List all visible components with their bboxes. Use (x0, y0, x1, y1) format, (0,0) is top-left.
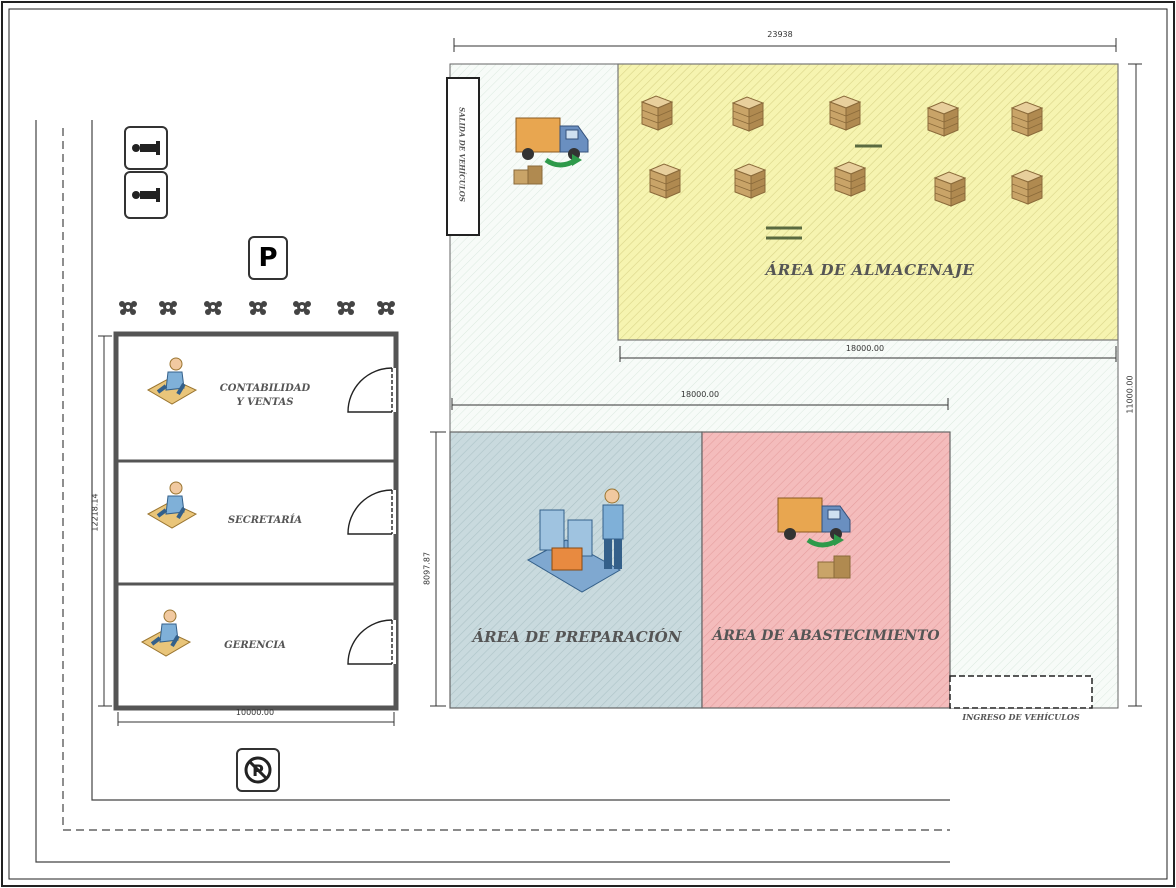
dim-storage (619, 346, 1117, 362)
door-contabilidad (347, 367, 396, 413)
label-abastecimiento: ÁREA DE ABASTECIMIENTO (712, 628, 940, 644)
dim-right (1128, 63, 1142, 707)
entry-gate (949, 675, 1093, 709)
machine-icon (526, 488, 624, 593)
dim-middle-text: 18000.00 (680, 390, 720, 399)
parking-sign-label: P (258, 243, 278, 273)
crates-exit-icon (513, 165, 543, 185)
no-parking-icon: P (236, 748, 280, 792)
dim-top (453, 38, 1117, 52)
street-outer (35, 120, 950, 863)
inner-frame (8, 8, 1168, 880)
pallet-marks (766, 144, 882, 240)
label-contabilidad: CONTABILIDAD Y VENTAS (219, 383, 311, 408)
label-preparacion: ÁREA DE PREPARACIÓN (472, 628, 682, 646)
street-center (62, 128, 950, 831)
dim-office-height (98, 335, 112, 707)
restroom-women-icon (124, 171, 168, 219)
dim-storage-text: 18000.00 (845, 344, 885, 353)
exit-gate (446, 77, 480, 236)
street-inner (91, 120, 950, 801)
dim-office-width (117, 712, 395, 726)
dim-middle (451, 398, 949, 410)
label-gerencia: GERENCIA (224, 640, 286, 651)
dim-right-text: 11000.00 (1125, 375, 1135, 414)
storage-area (617, 63, 1119, 341)
restroom-men-icon (124, 126, 168, 170)
crates-supply-icon (817, 555, 851, 579)
dim-top-text: 23938 (767, 30, 793, 39)
door-gerencia (347, 619, 396, 665)
dim-prep-height-text: 8097.87 (422, 551, 432, 586)
dim-office-width-text: 10000.00 (235, 708, 275, 717)
dim-office-height-text: 12218.14 (90, 493, 100, 532)
door-secretaria (347, 489, 396, 535)
label-almacenaje: ÁREA DE ALMACENAJE (765, 261, 975, 279)
label-salida: SALIDA DE VEHÍCULOS (457, 107, 467, 202)
trees-row (119, 301, 395, 315)
label-ingreso: INGRESO DE VEHÍCULOS (962, 712, 1080, 722)
label-secretaria: SECRETARÍA (227, 515, 303, 526)
parking-sign: P (248, 236, 288, 280)
dim-prep-height (430, 431, 446, 707)
